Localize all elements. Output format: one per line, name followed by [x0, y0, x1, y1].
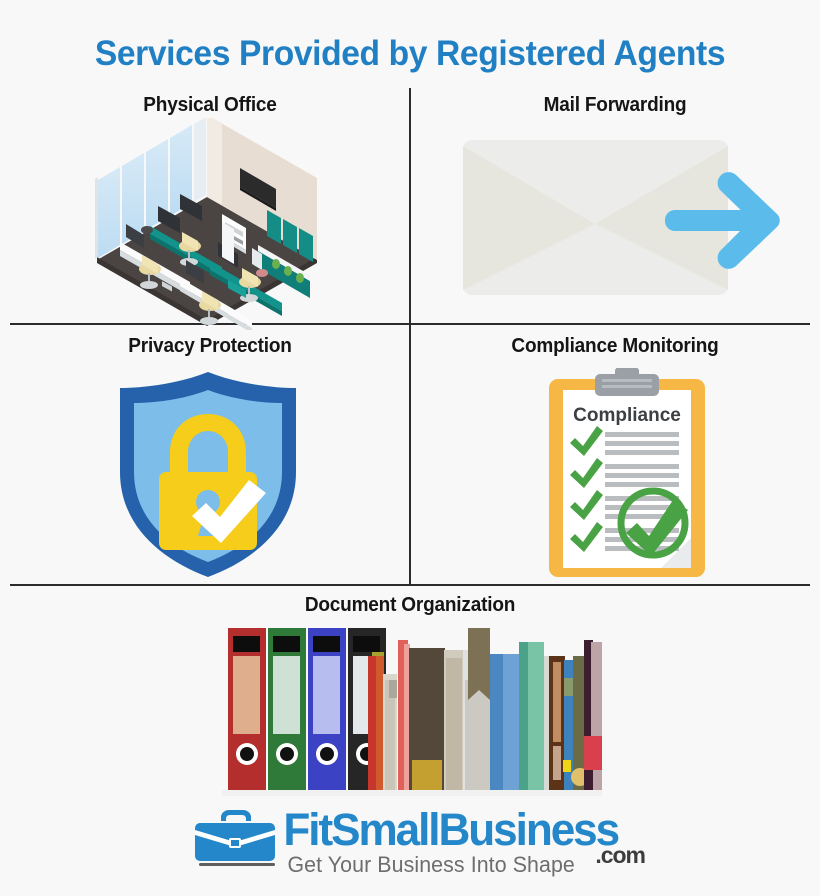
briefcase-icon	[195, 809, 275, 861]
divider-horizontal-bottom	[10, 584, 810, 586]
fitsmallbusiness-logo: FitSmallBusiness .com Get Your Business …	[185, 804, 646, 888]
logo-tld: .com	[595, 842, 646, 868]
divider-horizontal-top	[10, 323, 810, 325]
isometric-office-illustration	[62, 115, 352, 335]
binders-and-books-illustration	[222, 620, 602, 803]
panel-label-compliance-monitoring: Compliance Monitoring	[511, 335, 719, 357]
clipboard-heading-text: Compliance	[573, 405, 681, 426]
panel-label-physical-office: Physical Office	[143, 94, 277, 116]
divider-vertical-upper	[409, 88, 411, 324]
panel-label-privacy-protection: Privacy Protection	[128, 335, 292, 357]
panel-label-document-organization: Document Organization	[304, 594, 516, 616]
clipboard-checklist-illustration: Compliance	[543, 363, 711, 588]
page-title: Services Provided by Registered Agents	[94, 34, 726, 73]
panel-label-mail-forwarding: Mail Forwarding	[543, 94, 687, 116]
logo-underline	[199, 863, 275, 866]
logo-tagline: Get Your Business Into Shape	[287, 852, 575, 877]
envelope-with-arrow-illustration	[455, 132, 795, 307]
divider-vertical-lower	[409, 325, 411, 585]
shield-with-padlock-illustration	[108, 368, 308, 588]
logo-wordmark: FitSmallBusiness	[283, 804, 620, 855]
